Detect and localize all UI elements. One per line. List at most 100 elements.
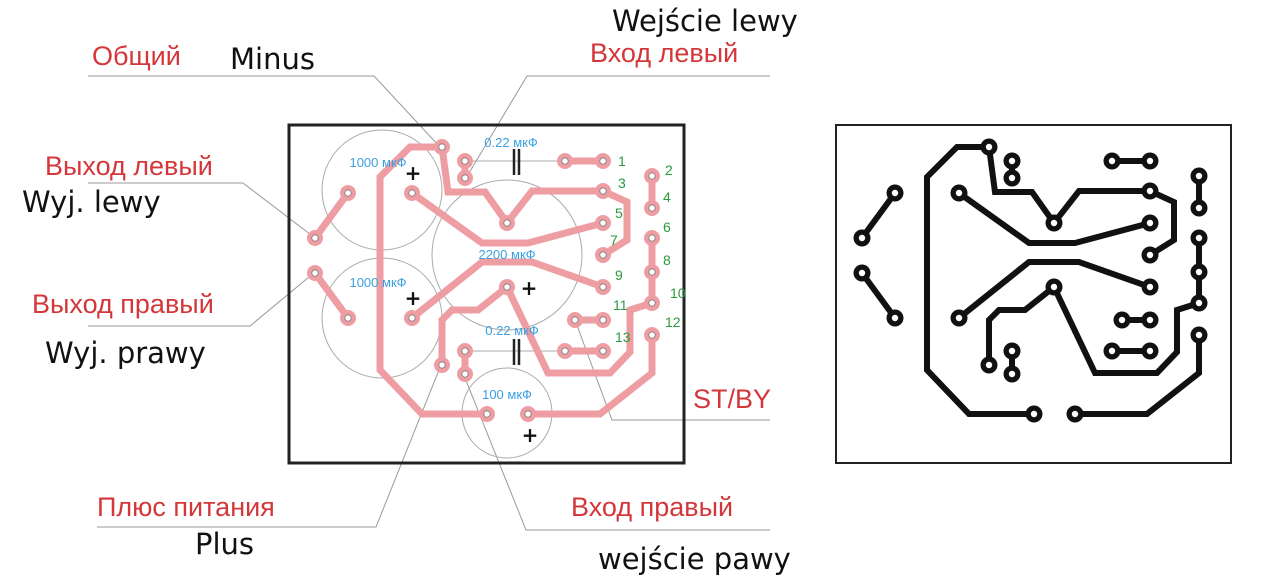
- drill-hole: [599, 283, 607, 291]
- pin-number: 7: [610, 232, 618, 248]
- drill-hole: [1146, 251, 1154, 259]
- drill-hole: [1008, 370, 1016, 378]
- drill-hole: [503, 283, 511, 291]
- drill-hole: [1195, 268, 1203, 276]
- drill-hole: [648, 172, 656, 180]
- label-common-pl: Minus: [230, 42, 315, 76]
- drill-hole: [599, 347, 607, 355]
- drill-hole: [1050, 283, 1058, 291]
- drill-hole: [985, 143, 993, 151]
- drill-hole: [955, 314, 963, 322]
- trace: [438, 146, 631, 258]
- pin-number: 10: [670, 285, 686, 301]
- polarity-plus: +: [521, 276, 538, 300]
- drill-hole: [1195, 331, 1203, 339]
- drill-hole: [858, 234, 866, 242]
- pin-number: 3: [618, 175, 626, 191]
- trace: [859, 271, 898, 320]
- label-standby: ST/BY: [693, 384, 772, 414]
- trace: [957, 190, 1151, 246]
- drill-hole: [1146, 347, 1154, 355]
- drill-hole: [648, 331, 656, 339]
- drill-hole: [311, 234, 319, 242]
- trace: [312, 270, 351, 321]
- drill-hole: [344, 189, 352, 197]
- drill-hole: [1108, 347, 1116, 355]
- board-outline: [287, 123, 686, 465]
- drill-hole: [1008, 174, 1016, 182]
- drill-hole: [461, 347, 469, 355]
- label-input-left-ru: Вход левый: [590, 38, 739, 68]
- drill-hole: [1146, 187, 1154, 195]
- component-outlines: [321, 129, 583, 459]
- leader-lines: [88, 75, 770, 531]
- drill-hole: [985, 361, 993, 369]
- pin-number: 1: [618, 153, 626, 169]
- drill-hole: [599, 251, 607, 259]
- drill-hole: [1118, 316, 1126, 324]
- trace: [859, 191, 898, 240]
- polarity-plus: +: [522, 423, 539, 447]
- trace: [528, 335, 656, 418]
- trace: [986, 238, 1202, 376]
- cap-label-top: 0.22 мкФ: [484, 135, 538, 150]
- drill-hole: [891, 189, 899, 197]
- drill-hole: [1146, 283, 1154, 291]
- polarity-plus: +: [405, 161, 422, 185]
- pin-number: 12: [665, 314, 681, 330]
- board-outline: [835, 124, 1232, 464]
- drill-hole: [503, 219, 511, 227]
- drill-hole: [408, 314, 416, 322]
- drill-hole: [311, 269, 319, 277]
- drill-hole: [461, 174, 469, 182]
- cap-label-out-right: 1000 мкФ: [349, 275, 406, 290]
- leader-input-right: [462, 372, 770, 531]
- trace: [376, 143, 487, 418]
- copper-traces: [853, 138, 1208, 423]
- label-power-plus-pl: Plus: [195, 527, 255, 561]
- drill-hole: [955, 189, 963, 197]
- polarity-plus: +: [405, 286, 422, 310]
- pcb-component-side: 0.22 мкФ 1000 мкФ 2200 мкФ 1000 мкФ 0.22…: [287, 123, 686, 465]
- pin-number: 5: [615, 205, 623, 221]
- leader-input-left: [465, 75, 770, 179]
- label-input-right-ru: Вход правый: [571, 492, 734, 522]
- drill-hole: [1050, 219, 1058, 227]
- label-output-left-ru: Выход левый: [45, 151, 213, 181]
- drill-hole: [1146, 157, 1154, 165]
- label-power-plus-ru: Плюс питания: [97, 492, 275, 522]
- drill-hole: [648, 234, 656, 242]
- copper-traces: [307, 139, 660, 422]
- drill-hole: [891, 314, 899, 322]
- drill-hole: [858, 269, 866, 277]
- drill-hole: [648, 204, 656, 212]
- pin-number: 13: [615, 329, 631, 345]
- trace: [924, 144, 1034, 417]
- drill-hole: [438, 361, 446, 369]
- capacitor-symbols: [512, 149, 521, 365]
- trace: [986, 146, 1177, 258]
- drill-hole: [599, 316, 607, 324]
- label-common-ru: Общий: [92, 41, 181, 71]
- drill-hole: [648, 299, 656, 307]
- drill-hole: [483, 410, 491, 418]
- drill-hole: [408, 189, 416, 197]
- trace: [312, 190, 351, 241]
- drill-hole: [1030, 410, 1038, 418]
- pin-number: 2: [665, 162, 673, 178]
- label-input-right-pl: wejście pawy: [598, 542, 791, 576]
- cap-2200-outline: [431, 179, 583, 331]
- cap-label-out-left: 1000 мкФ: [349, 155, 406, 170]
- leader-output-left: [88, 182, 316, 239]
- pin-number: 11: [613, 297, 628, 313]
- trace: [438, 238, 656, 377]
- drill-hole: [1071, 410, 1079, 418]
- label-output-right-pl: Wyj. prawy: [45, 336, 206, 370]
- drill-hole: [1146, 316, 1154, 324]
- drill-hole: [1195, 204, 1203, 212]
- drill-hole: [344, 314, 352, 322]
- pin-number: 6: [663, 219, 671, 235]
- drill-hole: [1108, 157, 1116, 165]
